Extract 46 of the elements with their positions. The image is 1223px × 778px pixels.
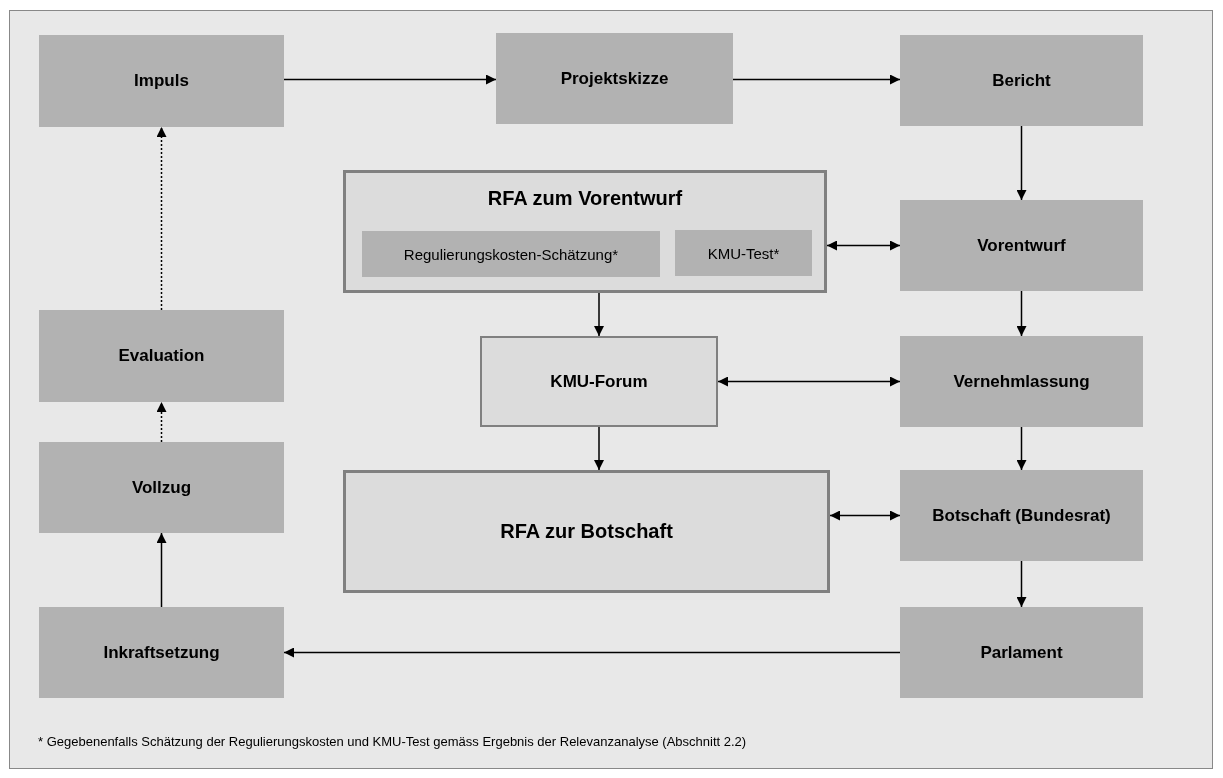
arrow xyxy=(717,376,901,387)
process-box xyxy=(900,35,1143,126)
process-box xyxy=(496,33,733,124)
box-label: Regulierungskosten-Schätzung* xyxy=(402,245,620,263)
box-label: Evaluation xyxy=(117,346,206,366)
arrow xyxy=(283,647,901,658)
arrow xyxy=(1016,125,1027,201)
box-label: Parlament xyxy=(979,642,1064,663)
process-box xyxy=(900,470,1143,561)
arrow xyxy=(283,74,497,85)
box-label: Bericht xyxy=(991,70,1052,91)
arrow xyxy=(156,401,167,443)
box-label: Inkraftsetzung xyxy=(102,642,221,663)
process-box xyxy=(39,35,284,127)
arrow xyxy=(1016,290,1027,337)
box-label: Projektskizze xyxy=(559,68,670,89)
sub-step-box xyxy=(362,231,660,277)
process-box xyxy=(39,607,284,698)
sub-step-box xyxy=(675,230,812,276)
process-box xyxy=(39,442,284,533)
process-box xyxy=(343,170,827,293)
process-box xyxy=(900,200,1143,291)
arrow xyxy=(732,74,901,85)
box-label: KMU-Forum xyxy=(549,371,649,392)
box-label: Impuls xyxy=(133,71,190,91)
box-label: Vernehmlassung xyxy=(952,371,1091,392)
box-label: RFA zur Botschaft xyxy=(499,520,674,543)
process-box xyxy=(480,336,718,427)
process-box xyxy=(39,310,284,402)
arrow xyxy=(156,126,167,311)
process-box xyxy=(343,470,830,593)
arrow xyxy=(156,532,167,608)
box-label: Vollzug xyxy=(130,477,193,498)
arrow xyxy=(829,510,901,521)
arrow xyxy=(1016,560,1027,608)
arrow xyxy=(826,240,901,251)
footnote: * Gegebenenfalls Schätzung der Regulierungskosten und KMU-Test gemäss Ergebnis der Relevanzanalyse (Abschnitt 2.2) xyxy=(38,734,747,749)
arrow xyxy=(594,292,604,337)
box-label: RFA zum Vorentwurf xyxy=(486,187,684,210)
arrow xyxy=(1016,426,1027,471)
box-label: Botschaft (Bundesrat) xyxy=(931,505,1112,526)
process-box xyxy=(900,607,1143,698)
process-box xyxy=(900,336,1143,427)
arrow xyxy=(594,426,604,471)
box-label: KMU-Test* xyxy=(706,244,781,262)
box-label: Vorentwurf xyxy=(976,235,1067,256)
